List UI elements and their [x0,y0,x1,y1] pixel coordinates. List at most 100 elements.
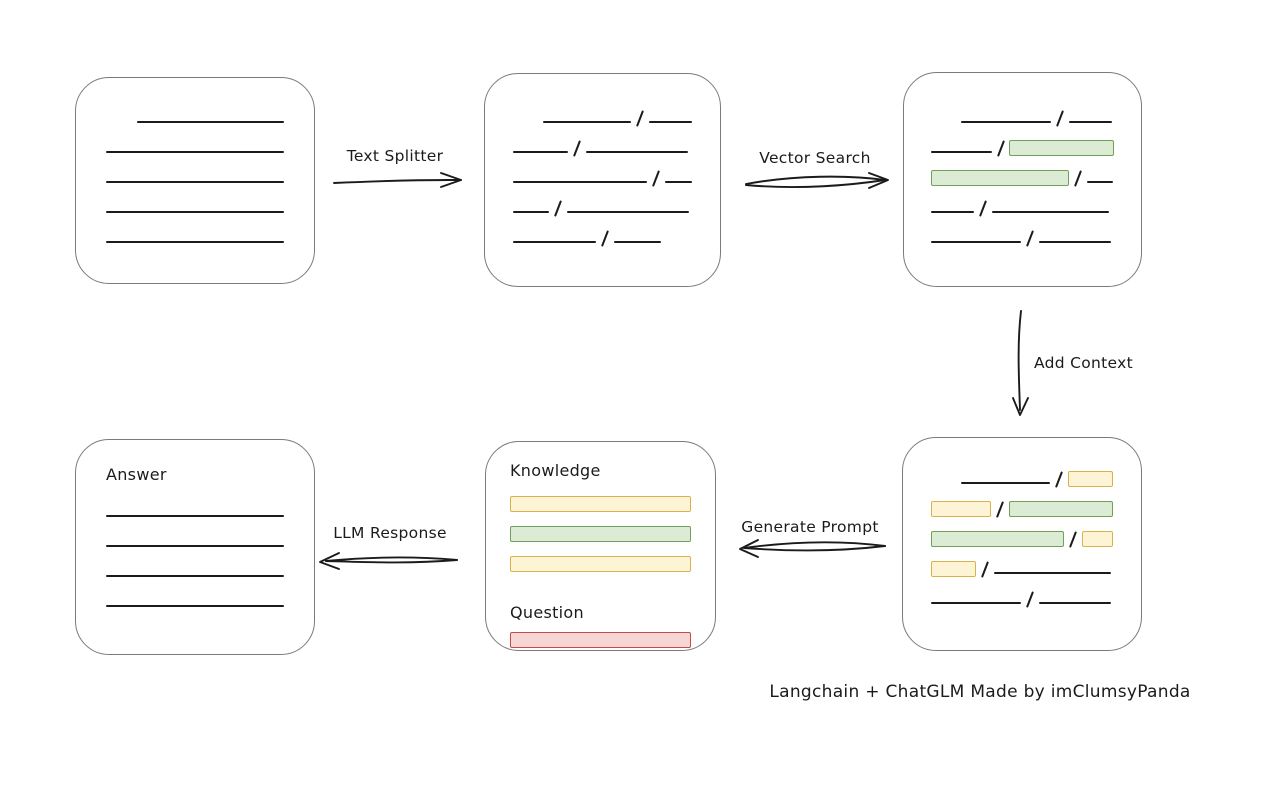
text-line [648,121,692,123]
vector-search-arrow-icon [745,172,889,189]
chunk-row [931,128,1114,158]
slash-separator [1026,591,1034,608]
text-line [665,181,692,183]
chunk-row [931,549,1113,579]
generate-prompt-label: Generate Prompt [741,518,879,536]
chunk-row [931,188,1114,218]
question-bar [510,632,691,662]
credit-caption: Langchain + ChatGLM Made by imClumsyPand… [769,682,1191,702]
text-line [931,602,1021,604]
chunk-row [513,128,692,158]
text-line [137,121,284,123]
document-lines [106,98,284,248]
chunk-row [106,522,284,552]
prompt-box: Knowledge Question [485,441,716,651]
context-chunks-box [902,437,1142,651]
chunk-yellow-bar [510,496,691,512]
vector-search-label: Vector Search [759,149,871,167]
chunk-row [931,459,1114,489]
chunk-row [513,158,692,188]
slash-separator [1026,230,1034,247]
slash-separator [1055,471,1063,488]
chunk-row [513,218,692,248]
source-document-box [75,77,315,284]
chunk-yellow-bar [931,501,992,517]
chunk-yellow-bar [1082,531,1113,547]
chunk-row [106,158,284,188]
slash-separator [554,200,562,217]
text-line [567,211,689,213]
slash-separator [979,200,987,217]
slash-separator [652,170,661,187]
chunk-row [931,218,1114,248]
text-line [543,121,632,123]
text-line [106,515,284,517]
chunk-row [106,98,284,128]
text-line [961,121,1051,123]
answer-label: Answer [106,465,167,484]
chunk-green-bar [931,531,1065,547]
text-line [106,605,284,607]
text-line [513,181,648,183]
text-line [1087,181,1113,183]
text-line [994,572,1111,574]
text-line [1039,241,1111,243]
slash-separator [996,501,1005,518]
chunk-row [510,632,691,662]
llm-response-arrow-icon [319,552,458,570]
answer-box: Answer [75,439,315,655]
context-chunk-rows [931,459,1114,609]
chunk-green-bar [1009,140,1114,156]
text-line [614,241,661,243]
chunk-row [513,98,692,128]
text-line [931,151,992,153]
slash-separator [1056,110,1064,127]
slash-separator [981,561,989,578]
slash-separator [601,230,609,247]
chunk-green-bar [510,526,691,542]
chunk-row [931,519,1113,549]
slash-separator [573,140,581,157]
text-line [106,181,284,183]
chunk-row [510,526,691,556]
chunk-row [106,188,284,218]
split-chunk-rows [513,98,692,248]
split-text-box [484,73,721,287]
text-line [1069,121,1112,123]
text-splitter-label: Text Splitter [346,147,444,165]
chunk-row [106,128,284,158]
question-label: Question [510,603,584,622]
chunk-row [931,98,1114,128]
text-line [513,211,549,213]
text-line [106,575,284,577]
text-line [586,151,688,153]
slash-separator [1069,531,1078,548]
knowledge-bars [510,496,691,586]
text-line [513,241,596,243]
llm-response-label: LLM Response [333,524,447,542]
chunk-yellow-bar [931,561,976,577]
chunk-row [931,158,1114,188]
text-splitter-arrow-icon [333,172,462,188]
text-line [931,241,1021,243]
chunk-yellow-bar [510,556,691,572]
text-line [106,151,284,153]
chunk-row [510,556,691,586]
vector-matched-box [903,72,1142,287]
slash-separator [1074,170,1082,187]
chunk-row [931,489,1113,519]
knowledge-label: Knowledge [510,461,601,480]
add-context-arrow-icon [1012,310,1029,416]
text-line [931,211,974,213]
chunk-red-bar [510,632,691,648]
chunk-row [510,496,691,526]
chunk-green-bar [931,170,1069,186]
text-line [513,151,568,153]
text-line [106,211,284,213]
chunk-green-bar [1009,501,1113,517]
chunk-row [106,552,284,582]
chunk-row [106,218,284,248]
chunk-row [106,492,284,522]
text-line [992,211,1109,213]
